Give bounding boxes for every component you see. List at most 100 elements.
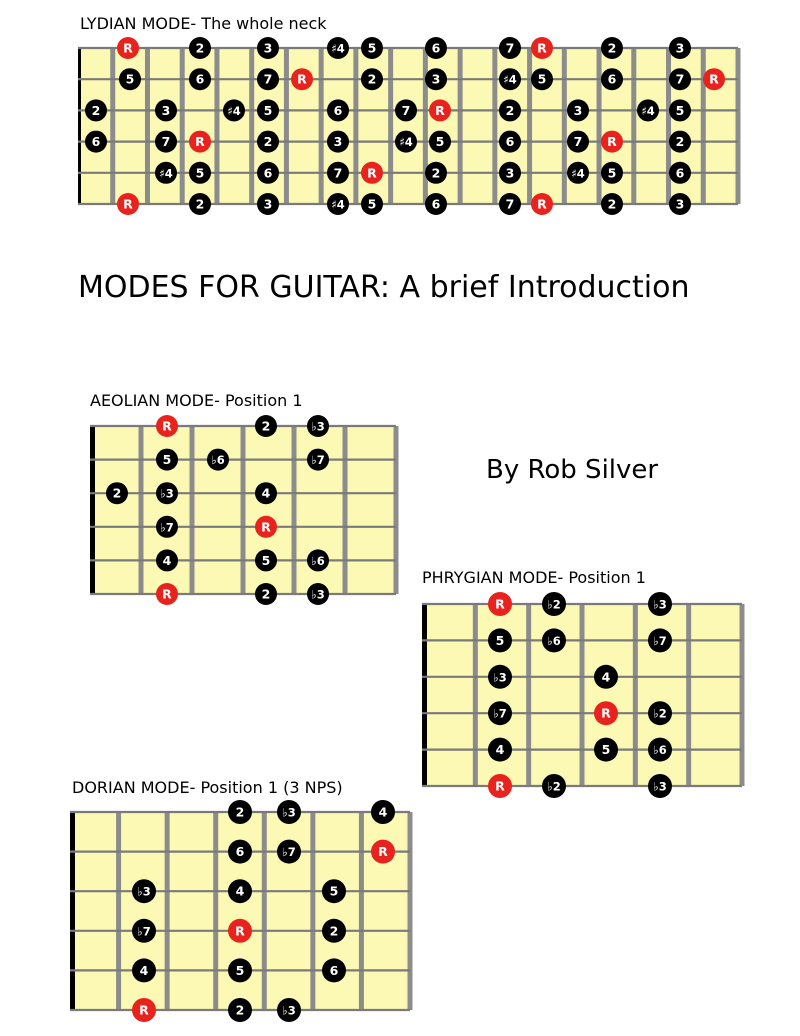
fret-wire (261, 812, 267, 1010)
scale-note-dot: 7 (669, 68, 691, 91)
note-label: 5 (262, 553, 271, 568)
note-label: 2 (432, 165, 441, 180)
scale-note-dot: 6 (601, 68, 623, 91)
note-label: 3 (574, 103, 583, 118)
note-label: 2 (330, 923, 339, 938)
note-circle (189, 193, 211, 215)
note-label: ♯4 (159, 166, 173, 180)
scale-note-dot: 2 (106, 482, 128, 505)
scale-note-dot: 2 (189, 37, 211, 59)
note-circle (648, 774, 672, 798)
note-circle (488, 737, 512, 762)
note-label: 7 (334, 165, 343, 180)
note-circle (703, 68, 725, 91)
note-circle (594, 701, 618, 726)
scale-note-dot: 2 (255, 415, 277, 437)
note-circle (488, 628, 512, 653)
note-circle (499, 37, 521, 59)
scale-note-dot: 3 (257, 37, 279, 59)
note-circle (307, 415, 329, 437)
fret-wire (422, 48, 428, 204)
note-label: 2 (196, 197, 205, 212)
root-note-dot: R (291, 68, 313, 91)
scale-note-dot: 4 (228, 879, 252, 904)
scale-note-dot: ♯4 (327, 193, 349, 215)
fret-wire (110, 48, 116, 204)
note-circle (594, 664, 618, 689)
note-circle (228, 879, 252, 904)
scale-note-dot: 7 (395, 99, 417, 122)
root-note-dot: R (371, 839, 395, 864)
scale-note-dot: ♭6 (648, 737, 672, 762)
scale-note-dot: 5 (429, 130, 451, 153)
note-circle (307, 549, 329, 572)
note-label: R (297, 72, 307, 87)
note-circle (567, 161, 589, 184)
note-circle (132, 958, 156, 983)
note-circle (291, 68, 313, 91)
scale-note-dot: 7 (155, 130, 177, 153)
fret-wire (527, 48, 533, 204)
note-circle (327, 37, 349, 59)
note-label: ♭3 (137, 885, 150, 899)
note-label: R (162, 419, 172, 434)
note-label: ♯4 (331, 42, 345, 56)
scale-note-dot: ♯4 (327, 37, 349, 59)
note-circle (395, 130, 417, 153)
note-circle (155, 99, 177, 122)
scale-note-dot: 5 (601, 161, 623, 184)
note-circle (542, 774, 566, 798)
fret-wire (189, 426, 195, 594)
scale-note-dot: ♭3 (307, 583, 329, 605)
lydian-diagram-title: LYDIAN MODE- The whole neck (80, 14, 327, 33)
note-label: R (435, 103, 445, 118)
note-circle (257, 99, 279, 122)
note-circle (327, 130, 349, 153)
note-circle (531, 193, 553, 215)
scale-note-dot: 5 (255, 549, 277, 572)
note-circle (277, 839, 301, 864)
scale-note-dot: 7 (499, 37, 521, 59)
scale-note-dot: ♭7 (307, 448, 329, 471)
scale-note-dot: 2 (228, 800, 252, 824)
note-label: 7 (162, 134, 171, 149)
fret-wire (318, 48, 324, 204)
note-label: ♭3 (282, 1004, 295, 1018)
fret-wire (353, 48, 359, 204)
scale-note-dot: 3 (257, 193, 279, 215)
note-circle (499, 161, 521, 184)
note-circle (648, 737, 672, 762)
scale-note-dot: 5 (488, 628, 512, 653)
note-label: ♭3 (653, 780, 666, 794)
note-circle (257, 193, 279, 215)
note-circle (207, 448, 229, 471)
note-circle (327, 99, 349, 122)
scale-note-dot: 4 (371, 800, 395, 824)
scale-note-dot: 3 (327, 130, 349, 153)
note-circle (669, 37, 691, 59)
phrygian-diagram-title: PHRYGIAN MODE- Position 1 (422, 568, 646, 587)
note-label: ♭3 (493, 670, 506, 684)
scale-note-dot: ♭3 (648, 774, 672, 798)
note-label: 5 (264, 103, 273, 118)
scale-note-dot: 5 (189, 161, 211, 184)
note-label: 7 (506, 197, 515, 212)
note-circle (257, 68, 279, 91)
root-note-dot: R (156, 415, 178, 437)
note-circle (327, 193, 349, 215)
note-label: 3 (506, 165, 515, 180)
note-label: 5 (196, 165, 205, 180)
note-label: R (537, 41, 547, 56)
fretboard-background (78, 48, 738, 204)
scale-note-dot: 2 (322, 918, 346, 943)
note-label: 5 (236, 963, 245, 978)
note-label: 4 (140, 963, 149, 978)
scale-note-dot: ♭7 (132, 918, 156, 943)
note-circle (669, 68, 691, 91)
note-label: 3 (264, 197, 273, 212)
scale-note-dot: ♭2 (542, 592, 566, 616)
scale-note-dot: 6 (85, 130, 107, 153)
